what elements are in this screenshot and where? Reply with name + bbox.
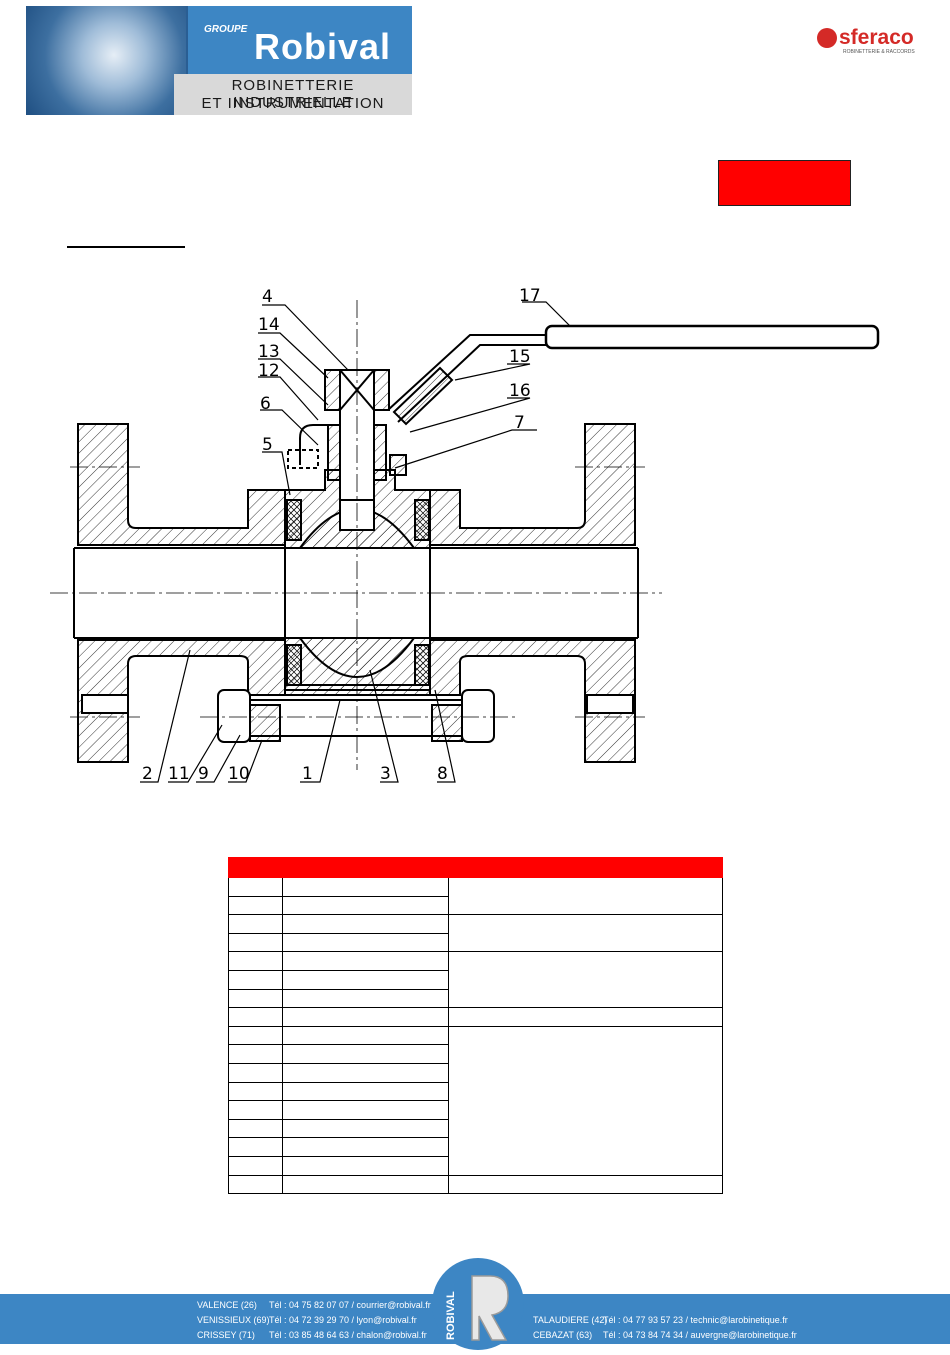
sferaco-logo: sferaco ROBINETTERIE & RACCORDS <box>817 26 929 56</box>
callout-7: 7 <box>514 413 525 433</box>
logo-line-1: ROBINETTERIE INDUSTRIELLE <box>231 77 355 111</box>
callout-15: 15 <box>509 347 531 367</box>
table-row <box>228 932 723 953</box>
table-row <box>228 1100 723 1120</box>
nut-left <box>217 689 251 743</box>
left-flange <box>77 423 286 546</box>
table-row <box>228 1007 723 1027</box>
handle-grip <box>544 324 880 350</box>
sferaco-name: sferaco <box>839 26 914 49</box>
table-header-cell <box>282 857 449 878</box>
callout-14: 14 <box>258 315 280 335</box>
footer-city: CRISSEY (71) <box>197 1330 255 1340</box>
callout-13: 13 <box>258 342 280 362</box>
robival-r-icon: ROBIVAL <box>445 1275 509 1341</box>
footer-contact: Tél : 04 73 84 74 34 / auvergne@larobine… <box>603 1330 797 1340</box>
section-title-underline <box>67 246 185 248</box>
logo-group-label: GROUPE <box>204 24 248 35</box>
callout-8: 8 <box>437 764 448 784</box>
callout-17: 17 <box>519 286 541 306</box>
footer-left-2: VENISSIEUX (69) Tél : 04 72 39 29 70 / l… <box>197 1315 417 1325</box>
table-row <box>228 914 723 953</box>
table-row <box>228 1044 723 1064</box>
footer-right-2: CEBAZAT (63) Tél : 04 73 84 74 34 / auve… <box>533 1330 797 1340</box>
footer-logo: ROBIVAL <box>432 1258 524 1350</box>
table-header-cell <box>228 857 283 878</box>
reference-box <box>718 160 851 206</box>
table-row <box>228 1025 723 1176</box>
footer-contact: Tél : 04 77 93 57 23 / technic@larobinet… <box>603 1315 788 1325</box>
callout-12: 12 <box>258 361 280 381</box>
sferaco-mark-icon <box>817 28 837 48</box>
callout-4: 4 <box>262 287 273 307</box>
logo-band: ROBINETTERIE INDUSTRIELLE ET INSTRUMENTA… <box>174 74 412 115</box>
valve-cross-section-drawing: 4 14 13 12 6 5 17 15 16 7 2 11 9 10 1 3 … <box>50 286 880 784</box>
handle-sleeve <box>392 366 454 426</box>
logo-name: Robival <box>254 26 392 67</box>
stop-bracket <box>299 424 328 465</box>
callout-5: 5 <box>262 435 273 455</box>
parts-table <box>228 857 723 1195</box>
footer-contact: Tél : 03 85 48 64 63 / chalon@robival.fr <box>269 1330 427 1340</box>
callout-1: 1 <box>302 764 313 784</box>
table-row <box>228 1174 723 1195</box>
footer-city: CEBAZAT (63) <box>533 1330 593 1340</box>
footer-contact: Tél : 04 75 82 07 07 / courrier@robival.… <box>269 1300 431 1310</box>
sferaco-subtitle: ROBINETTERIE & RACCORDS <box>843 49 915 55</box>
table-header-cell <box>448 857 723 878</box>
seat-left <box>286 499 302 541</box>
footer-city: TALAUDIERE (42) <box>533 1315 608 1325</box>
footer-city: VALENCE (26) <box>197 1300 257 1310</box>
table-row <box>228 876 723 916</box>
footer-logo-text: ROBIVAL <box>445 1291 457 1340</box>
callout-11: 11 <box>168 764 190 784</box>
footer-left-1: VALENCE (26) Tél : 04 75 82 07 07 / cour… <box>197 1300 431 1310</box>
footer-right-1: TALAUDIERE (42) Tél : 04 77 93 57 23 / t… <box>533 1315 788 1325</box>
callout-3: 3 <box>380 764 391 784</box>
handle-arm <box>387 334 548 411</box>
table-row <box>228 951 723 1009</box>
globe-icon <box>26 6 188 115</box>
callout-16: 16 <box>509 381 531 401</box>
callout-6: 6 <box>260 394 271 414</box>
footer-left-3: CRISSEY (71) Tél : 03 85 48 64 63 / chal… <box>197 1330 427 1340</box>
robival-logo: GROUPE Robival ROBINETTERIE INDUSTRIELLE… <box>26 6 412 115</box>
logo-line-2: ET INSTRUMENTATION <box>201 95 385 112</box>
table-header-row <box>228 857 723 878</box>
footer-contact: Tél : 04 72 39 29 70 / lyon@robival.fr <box>269 1315 417 1325</box>
callout-9: 9 <box>198 764 209 784</box>
callout-2: 2 <box>142 764 153 784</box>
footer-city: VENISSIEUX (69) <box>197 1315 270 1325</box>
callout-10: 10 <box>228 764 250 784</box>
